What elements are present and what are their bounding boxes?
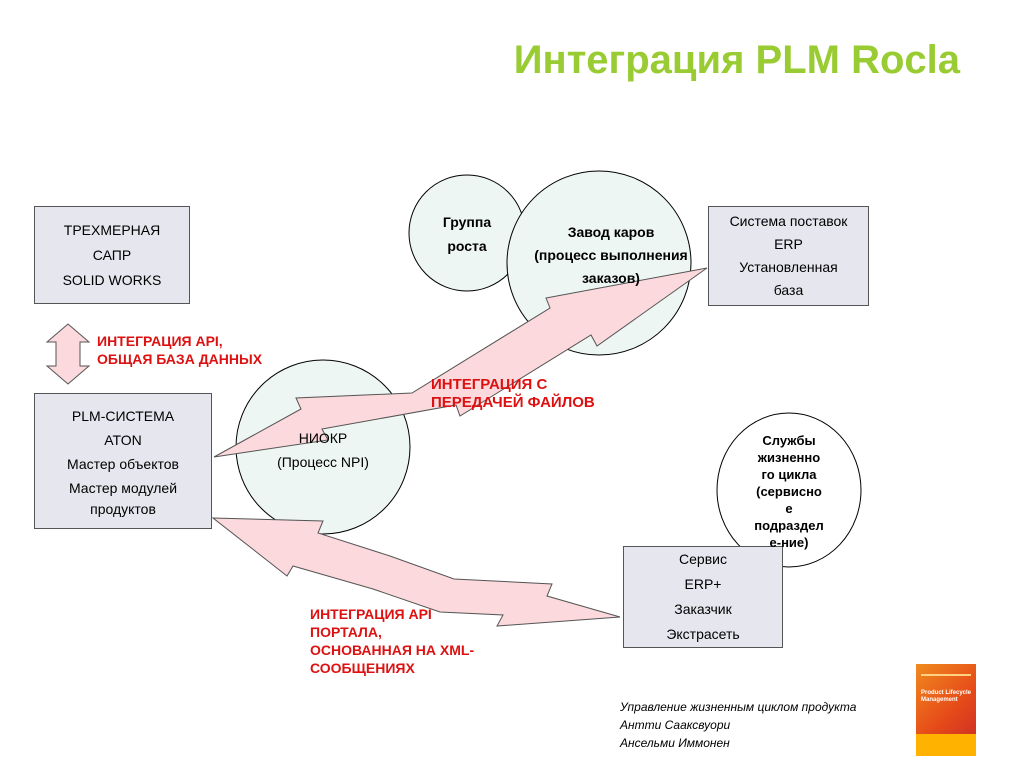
xml-portal-line-3: ОСНОВАННАЯ НА XML-	[310, 642, 475, 658]
service-line-1: Сервис	[679, 551, 727, 567]
citation-author-2: Ансельми Иммонен	[620, 736, 730, 750]
file-transfer-line-1: ИНТЕГРАЦИЯ С	[431, 376, 548, 393]
supply-line-3: Установленная	[739, 259, 838, 275]
factory-line-1: Завод каров	[567, 224, 655, 240]
book-cover-title-line-1: Product Lifecycle	[921, 690, 972, 696]
xml-portal-line-4: СООБЩЕНИЯХ	[310, 660, 415, 676]
rnd-circle-text: НИОКР (Процесс NPI)	[253, 426, 393, 474]
cad-line-2: САПР	[92, 246, 132, 263]
factory-line-3: заказов)	[582, 270, 640, 286]
supply-line-4: база	[773, 282, 804, 298]
xml-portal-double-arrow	[211, 517, 621, 627]
supply-erp-box: Система поставок ERP Установленная база	[708, 206, 869, 306]
rnd-line-1: НИОКР	[298, 430, 348, 446]
service-line-2: ERP+	[684, 576, 722, 592]
cad-box: ТРЕХМЕРНАЯ САПР SOLID WORKS	[34, 206, 190, 304]
book-cover-image: Product Lifecycle Management	[916, 664, 976, 756]
lifecycle-circle	[716, 412, 862, 568]
lifecycle-line-1: Службы	[762, 433, 816, 448]
book-cover-title-line-2: Management	[921, 697, 958, 703]
lifecycle-line-6: подраздел	[754, 518, 824, 533]
plm-line-2: ATON	[104, 432, 142, 448]
cad-line-1: ТРЕХМЕРНАЯ	[63, 221, 161, 238]
lifecycle-line-4: (сервисно	[756, 484, 822, 499]
page-title: Интеграция PLM Rocla	[513, 38, 960, 82]
plm-line-1: PLM-СИСТЕМА	[71, 408, 175, 424]
rnd-line-2: (Процесс NPI)	[277, 454, 369, 470]
citation-title: Управление жизненным циклом продукта	[620, 700, 857, 714]
api-db-label: ИНТЕГРАЦИЯ API, ОБЩАЯ БАЗА ДАННЫХ	[97, 332, 262, 368]
file-transfer-label: ИНТЕГРАЦИЯ С ПЕРЕДАЧЕЙ ФАЙЛОВ	[431, 376, 595, 412]
plm-line-5: продуктов	[90, 501, 156, 517]
xml-portal-label: ИНТЕГРАЦИЯ API ПОРТАЛА, ОСНОВАННАЯ НА XM…	[310, 605, 474, 677]
lifecycle-line-3: го цикла	[761, 467, 817, 482]
book-citation: Управление жизненным циклом продукта Ант…	[620, 698, 856, 752]
service-line-4: Экстрасеть	[666, 626, 740, 642]
lifecycle-line-7: е-ние)	[769, 535, 809, 550]
xml-portal-line-1: ИНТЕГРАЦИЯ API	[310, 606, 432, 622]
xml-portal-line-2: ПОРТАЛА,	[310, 624, 382, 640]
file-transfer-line-2: ПЕРЕДАЧЕЙ ФАЙЛОВ	[431, 394, 595, 411]
factory-line-2: (процесс выполнения	[534, 247, 688, 263]
book-cover-title: Product Lifecycle Management	[921, 690, 973, 704]
service-line-3: Заказчик	[674, 601, 732, 617]
book-cover-band	[916, 734, 976, 756]
growth-line-2: роста	[447, 238, 487, 254]
file-transfer-double-arrow	[213, 267, 708, 458]
citation-author-1: Антти Сааксвуори	[620, 718, 731, 732]
lifecycle-line-5: е	[785, 501, 793, 516]
service-erp-box: Сервис ERP+ Заказчик Экстрасеть	[623, 546, 783, 648]
book-cover-stripe	[921, 674, 971, 676]
plm-system-box: PLM-СИСТЕМА ATON Мастер объектов Мастер …	[34, 393, 212, 529]
supply-line-2: ERP	[774, 236, 803, 252]
api-db-double-arrow	[45, 323, 91, 385]
plm-line-4: Мастер модулей	[68, 480, 178, 496]
api-db-line-1: ИНТЕГРАЦИЯ API,	[97, 333, 223, 349]
supply-line-1: Система поставок	[729, 213, 848, 229]
growth-circle-text: Группа роста	[417, 210, 517, 258]
growth-line-1: Группа	[442, 214, 492, 230]
api-db-line-2: ОБЩАЯ БАЗА ДАННЫХ	[97, 351, 263, 367]
cad-line-3: SOLID WORKS	[62, 271, 162, 288]
lifecycle-line-2: жизненно	[757, 450, 821, 465]
lifecycle-circle-text: Службы жизненно го цикла (сервисно е под…	[729, 432, 849, 551]
factory-circle-text: Завод каров (процесс выполнения заказов)	[500, 221, 722, 290]
plm-line-3: Мастер объектов	[67, 456, 179, 472]
